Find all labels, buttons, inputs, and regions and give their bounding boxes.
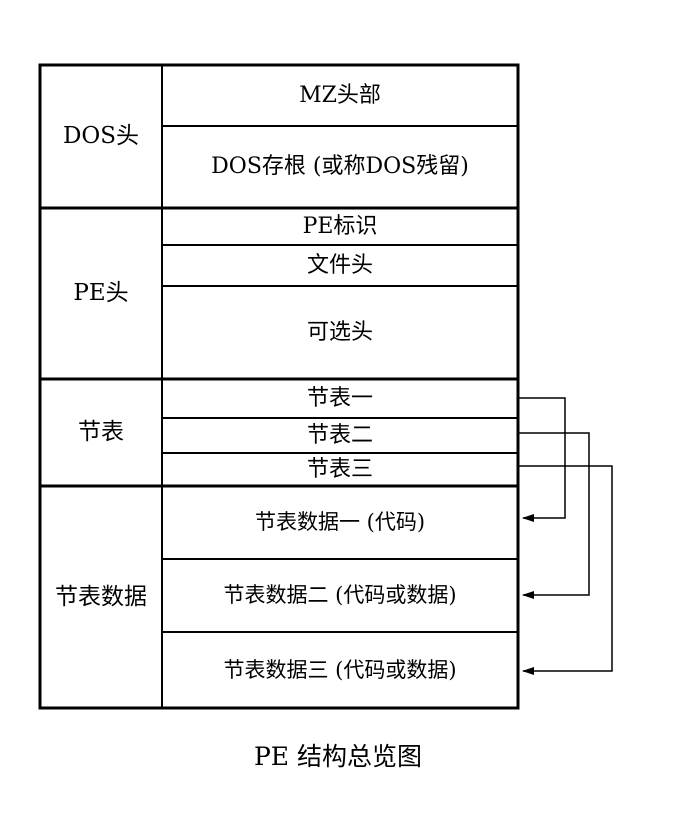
mz-header-label: MZ头部 [299,82,381,108]
file-header-label: 文件头 [306,252,373,278]
section-data-3-label: 节表数据三 (代码或数据) [223,657,457,682]
outer-frame [38,63,520,710]
group-label-section-data: 节表数据 [55,583,147,610]
section-data-1-label: 节表数据一 (代码) [254,510,426,534]
group-label-dos-header: DOS头 [62,123,140,149]
optional-header-label: 可选头 [306,319,373,345]
connector-arrow-section-2 [518,432,590,599]
group-label-section-table: 节表 [78,419,124,445]
section-header-2-label: 节表二 [306,422,373,448]
figure-caption: PE 结构总览图 [253,742,423,771]
section-header-3-label: 节表三 [306,456,373,482]
section-data-2-label: 节表数据二 (代码或数据) [223,583,457,607]
pe-signature-label: PE标识 [302,213,378,239]
group-label-pe-header: PE头 [73,280,129,306]
connector-arrow-section-1 [518,397,566,522]
section-header-1-label: 节表一 [306,385,373,411]
dos-stub-label: DOS存根 (或称DOS残留) [211,154,469,179]
connector-arrow-section-3 [518,465,613,675]
